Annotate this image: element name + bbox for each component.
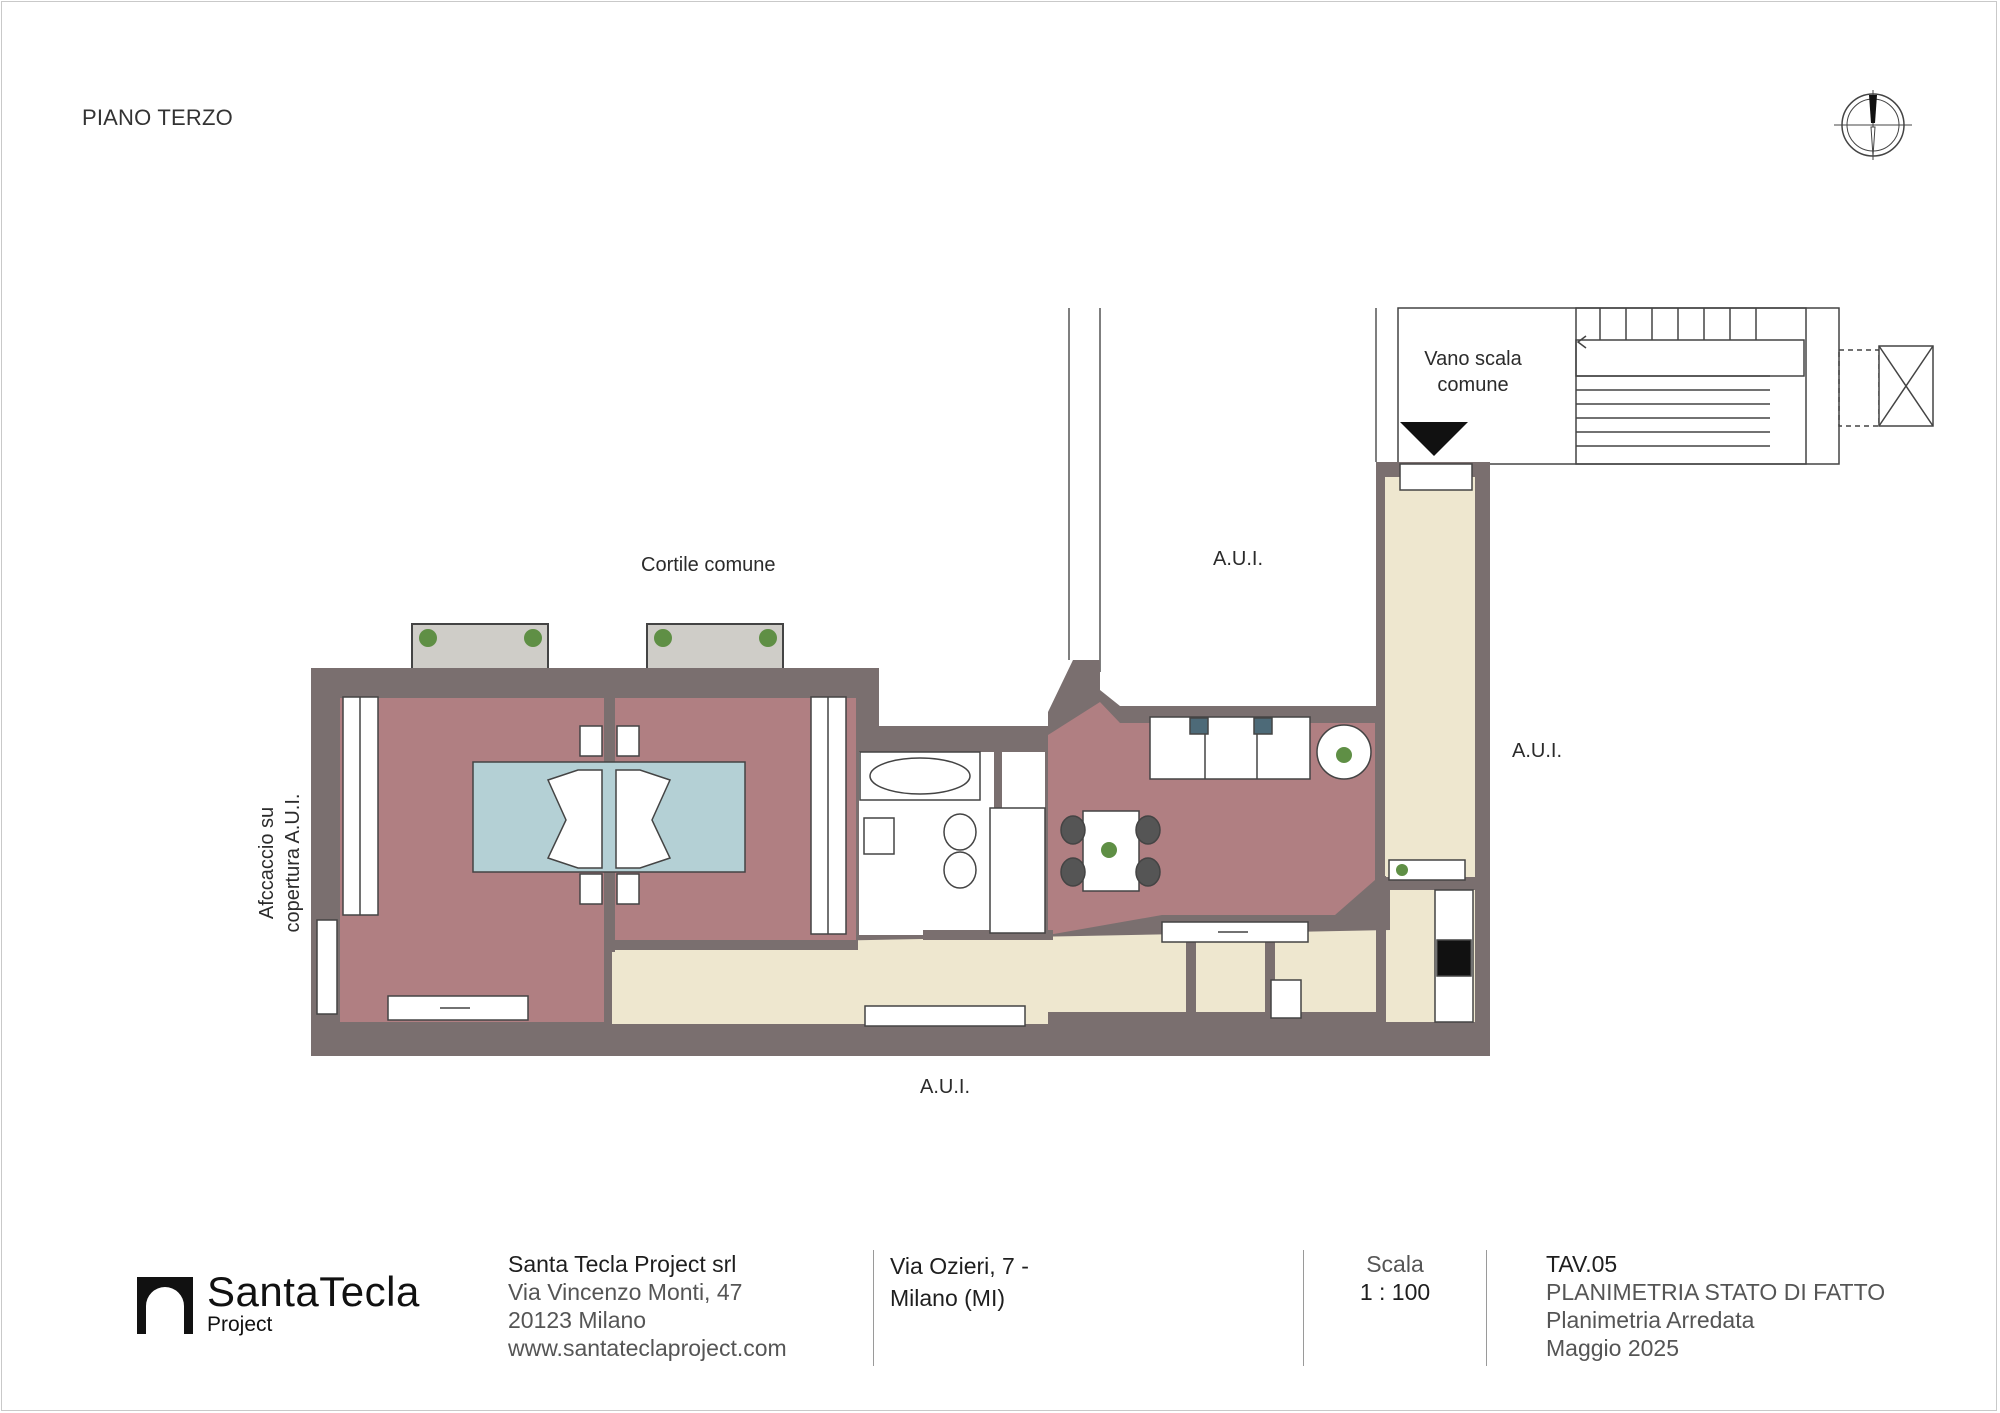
- santatecla-logo-icon: [137, 1277, 193, 1334]
- company-city: 20123 Milano: [508, 1307, 647, 1333]
- tav-date: Maggio 2025: [1546, 1335, 1679, 1361]
- neighbour-walls: [1068, 308, 1377, 672]
- overlook-label: Afccaccio su copertura A.U.I.: [254, 758, 306, 968]
- footer-divider-1: [873, 1250, 874, 1366]
- overlook-label-line2: copertura A.U.I.: [282, 793, 304, 933]
- company-block: Santa Tecla Project srl Via Vincenzo Mon…: [508, 1250, 787, 1362]
- floor-label: PIANO TERZO: [82, 105, 233, 130]
- site-block: Via Ozieri, 7 - Milano (MI): [890, 1250, 1029, 1314]
- footer-divider-2: [1303, 1250, 1304, 1366]
- kitchen-furniture: [1270, 463, 1474, 1023]
- logo-name: SantaTecla: [207, 1268, 420, 1315]
- company-name: Santa Tecla Project srl: [508, 1251, 737, 1277]
- footer-divider-3: [1486, 1250, 1487, 1366]
- site-line2: Milano (MI): [890, 1285, 1006, 1311]
- stairwell-label-line2: comune: [1437, 374, 1509, 396]
- aui-right-label: A.U.I.: [1512, 740, 1563, 762]
- courtyard-label: Cortile comune: [641, 554, 776, 576]
- north-arrow-icon: [1834, 90, 1912, 160]
- stairwell-label: Vano scala comune: [1418, 346, 1528, 398]
- entrance-arrow-icon: [1400, 422, 1468, 456]
- bedroom-furniture: [316, 696, 847, 1021]
- living-furniture: [1060, 716, 1372, 943]
- stairwell-label-line1: Vano scala: [1424, 348, 1522, 370]
- site-line1: Via Ozieri, 7 -: [890, 1253, 1029, 1279]
- aui-bottom-label: A.U.I.: [920, 1076, 971, 1098]
- scale-label: Scala: [1366, 1251, 1424, 1277]
- tav-block: TAV.05 PLANIMETRIA STATO DI FATTO Planim…: [1546, 1250, 1885, 1362]
- balconies: [411, 623, 784, 671]
- bathroom-fixtures: [859, 751, 1046, 934]
- company-web[interactable]: www.santateclaproject.com: [508, 1335, 787, 1361]
- tav-subtitle: Planimetria Arredata: [1546, 1307, 1755, 1333]
- aui-top-label: A.U.I.: [1213, 548, 1264, 570]
- tav-number: TAV.05: [1546, 1251, 1618, 1277]
- logo-sub: Project: [207, 1313, 273, 1336]
- scale-value: 1 : 100: [1359, 1279, 1431, 1305]
- common-stairwell: [1397, 307, 1934, 465]
- tav-title: PLANIMETRIA STATO DI FATTO: [1546, 1279, 1886, 1305]
- scale-block: Scala 1 : 100: [1340, 1250, 1450, 1306]
- company-address: Via Vincenzo Monti, 47: [508, 1279, 743, 1305]
- overlook-label-line1: Afccaccio su: [256, 806, 278, 920]
